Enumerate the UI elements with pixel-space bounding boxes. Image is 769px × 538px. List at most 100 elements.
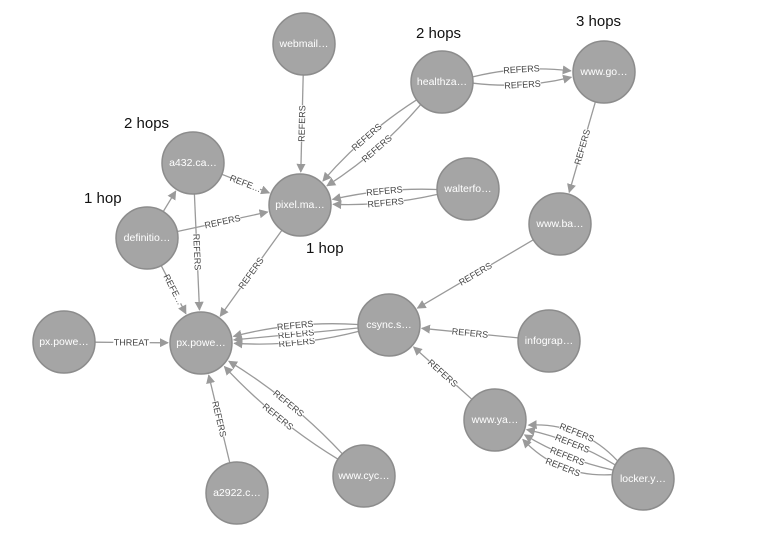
edge-label: REFERS [236, 255, 265, 290]
node-circle[interactable] [436, 157, 500, 221]
node-circle[interactable] [611, 447, 675, 511]
edge-label: REFERS [210, 400, 228, 438]
node-label: www.ya… [471, 414, 519, 426]
edge-a2922-to-pxpowe2: REFERS [206, 374, 231, 464]
edge-label-background [270, 387, 307, 420]
edge-label: REFERS [191, 234, 203, 271]
edge-line [162, 190, 177, 212]
edge-label-background [359, 132, 395, 166]
node-healthza[interactable]: healthza… [410, 50, 474, 114]
edge-definitio-to-pxpowe2: REFE… [160, 265, 187, 315]
node-circle[interactable] [410, 50, 474, 114]
edge-walterfo-to-pixel: REFERS [331, 183, 437, 202]
node-locker[interactable]: locker.y… [611, 447, 675, 511]
hop-annotation-two-hops-top: 2 hops [416, 25, 461, 42]
edge-label: REFE… [228, 173, 262, 194]
edge-label-background [260, 400, 296, 433]
node-circle[interactable] [268, 173, 332, 237]
hop-annotation-one-hop-center: 1 hop [306, 240, 344, 257]
hop-annotation-three-hops: 3 hops [576, 13, 621, 30]
node-circle[interactable] [205, 461, 269, 525]
edge-label-background [349, 120, 385, 154]
edge-label-background [548, 443, 587, 469]
edge-wwwya-to-csync: REFERS [412, 346, 473, 400]
edge-label: REFERS [277, 319, 314, 332]
edge-webmail-to-pixel: REFERS [295, 74, 309, 173]
edge-definitio-to-a432 [162, 190, 177, 212]
edge-definitio-to-pixel: REFERS [177, 209, 269, 233]
node-circle[interactable] [272, 12, 336, 76]
edge-label: REFERS [297, 105, 308, 142]
edge-label-background [366, 195, 405, 211]
node-circle[interactable] [169, 311, 233, 375]
node-label: csync.s… [366, 319, 412, 331]
node-infograp[interactable]: infograp… [517, 309, 581, 373]
edge-label-background [113, 336, 150, 349]
node-label: a432.ca… [169, 157, 217, 169]
edge-label-background [228, 172, 263, 195]
edge-label-background [543, 454, 583, 480]
node-label: www.go… [579, 66, 627, 78]
node-circle[interactable] [572, 40, 636, 104]
edges-layer: REFERSREFERSREFERSREFERSREFERSREFERSREFE… [94, 62, 618, 480]
node-csync[interactable]: csync.s… [357, 293, 421, 357]
edge-pxpowe1-to-pxpowe2: THREAT [94, 336, 169, 349]
edge-healthza-to-pixel: REFERS [322, 99, 417, 182]
node-wwwba[interactable]: www.ba… [528, 192, 592, 256]
edge-label-background [365, 183, 404, 199]
node-pixel[interactable]: pixel.ma… [268, 173, 332, 237]
node-circle[interactable] [517, 309, 581, 373]
node-label: definitio… [124, 232, 171, 244]
edge-healthza-to-pixel: REFERS [326, 104, 422, 187]
node-label: locker.y… [620, 473, 666, 485]
edge-label-background [502, 62, 541, 77]
node-circle[interactable] [463, 388, 527, 452]
edge-label: REFERS [451, 326, 488, 340]
edge-label-background [235, 254, 267, 292]
node-a432[interactable]: a432.ca… [161, 131, 225, 195]
edge-label-background [571, 127, 594, 167]
node-a2922[interactable]: a2922.c… [205, 461, 269, 525]
hop-annotation-two-hops-left: 2 hops [124, 115, 169, 132]
node-circle[interactable] [528, 192, 592, 256]
node-walterfo[interactable]: walterfo… [436, 157, 500, 221]
edge-wwwgo-to-wwwba: REFERS [567, 101, 597, 194]
node-webmail[interactable]: webmail… [272, 12, 336, 76]
edge-label-background [203, 211, 242, 232]
edge-label: REFERS [366, 184, 403, 197]
node-circle[interactable] [357, 293, 421, 357]
node-label: a2922.c… [213, 487, 261, 499]
node-definitio[interactable]: definitio… [115, 206, 179, 270]
node-label: www.cyc… [337, 470, 389, 482]
edge-label-background [295, 105, 309, 142]
node-wwwcyc[interactable]: www.cyc… [332, 444, 396, 508]
node-circle[interactable] [32, 310, 96, 374]
edge-label-background [190, 233, 204, 271]
node-circle[interactable] [332, 444, 396, 508]
node-label: webmail… [278, 38, 328, 50]
node-wwwya[interactable]: www.ya… [463, 388, 527, 452]
edge-infograp-to-csync: REFERS [420, 324, 519, 341]
node-pxpowe2[interactable]: px.powe… [169, 311, 233, 375]
edge-label-background [456, 259, 495, 289]
edge-label: THREAT [114, 337, 150, 347]
node-wwwgo[interactable]: www.go… [572, 40, 636, 104]
edge-label-background [503, 77, 542, 92]
edge-csync-to-pxpowe2: REFERS [232, 317, 358, 339]
edge-healthza-to-wwwgo: REFERS [473, 74, 573, 92]
edge-label: REFERS [457, 260, 494, 287]
node-pxpowe1[interactable]: px.powe… [32, 310, 96, 374]
edge-label-background [161, 273, 186, 307]
node-label: infograp… [525, 335, 573, 347]
annotations-layer: 2 hops 3 hops 2 hops 1 hop 1 hop [84, 13, 621, 257]
node-circle[interactable] [161, 131, 225, 195]
edge-healthza-to-wwwgo: REFERS [472, 62, 572, 78]
edge-label: REFERS [367, 196, 404, 209]
edge-label-background [553, 431, 592, 456]
hop-annotation-one-hop-left: 1 hop [84, 190, 122, 207]
edge-label-background [451, 325, 489, 341]
node-label: px.powe… [176, 337, 226, 349]
edge-label-background [209, 399, 230, 439]
node-circle[interactable] [115, 206, 179, 270]
